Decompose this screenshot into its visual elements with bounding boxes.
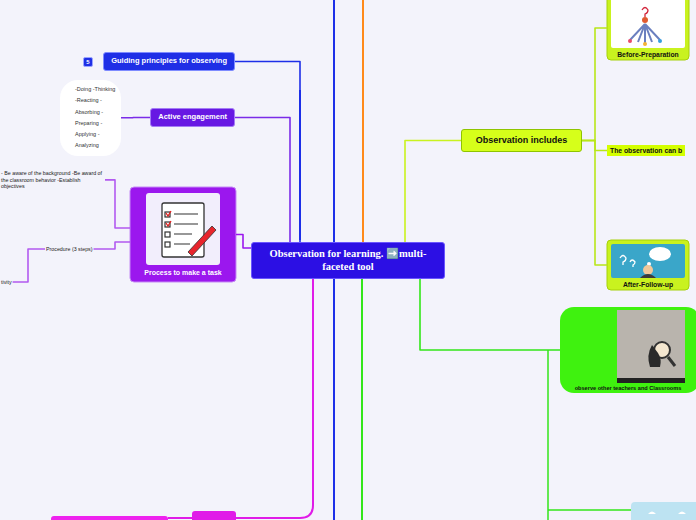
branch-line [362, 0, 364, 242]
topic-box: Guiding principles for observing [103, 52, 235, 71]
image-card [617, 310, 685, 383]
branch-connector [235, 118, 290, 243]
topic-text: Observation for learning. ➡️multi- facet… [256, 248, 440, 272]
topic-text: After-Follow-up [611, 281, 685, 289]
checklist [165, 212, 198, 247]
image-topic: After-Follow-up [607, 240, 689, 290]
branch-connector [121, 117, 150, 119]
image-card [611, 0, 685, 48]
check-mark [166, 211, 171, 226]
topic-text: observe other teachers and Classrooms [564, 385, 692, 391]
topic-text: Process to make a task [134, 269, 232, 277]
topic-text: Observation includes [466, 135, 577, 145]
topic-text: -Doing -Thinking -Reacting -Absorbing -P… [75, 84, 117, 152]
central-topic: Observation for learning. ➡️multi- facet… [251, 242, 445, 279]
partial-box [192, 511, 236, 520]
branch-connector [236, 235, 251, 249]
branch-connector [105, 180, 130, 228]
process-box-fill [130, 187, 236, 282]
partial-box [631, 502, 696, 520]
subtopic-text: - Be aware of the background -Be award o… [1, 169, 105, 191]
pencil-icon [188, 226, 216, 256]
magnifier-figure [648, 342, 675, 367]
branch-line [548, 509, 631, 511]
branch-connector [94, 242, 130, 249]
image-topic: Process to make a task [130, 187, 236, 282]
branch-connector [420, 279, 560, 350]
topic-box: Active engagement [150, 108, 235, 127]
branch-connector [582, 28, 607, 141]
topic-text: tivity [1, 279, 12, 285]
topic-text: Before-Preparation [611, 51, 685, 59]
branch-line [168, 279, 313, 518]
image-topic: observe other teachers and Classrooms [560, 307, 696, 393]
question-figure [628, 8, 662, 47]
image-box-fill [560, 307, 696, 393]
image-box-fill [607, 240, 689, 290]
topic-text: Guiding principles for observing [111, 57, 227, 66]
topic-text: Procedure (3 steps) [46, 246, 93, 252]
topic-box: The observation can b [607, 145, 685, 156]
subtopic-text: tivity [0, 278, 13, 286]
cloud-box: -Doing -Thinking -Reacting -Absorbing -P… [60, 80, 121, 156]
branch-connector [13, 249, 45, 282]
topic-text: The observation can b [610, 147, 682, 155]
topic-box: Observation includes [461, 129, 582, 152]
branch-line [547, 350, 549, 520]
thinking-figure [620, 247, 671, 278]
topic-text: - Be aware of the background -Be award o… [1, 170, 105, 190]
cloud-icon [648, 512, 686, 515]
branch-connector [235, 62, 300, 243]
branch-connector [582, 141, 607, 266]
branch-connector [405, 141, 461, 243]
image-topic: Before-Preparation [607, 0, 689, 60]
count-badge: 5 [83, 57, 93, 67]
subtopic-text: Procedure (3 steps) [45, 245, 94, 253]
branch-line [361, 279, 363, 520]
image-card [146, 193, 220, 265]
image-card [611, 244, 685, 278]
topic-text: Active engagement [158, 113, 227, 122]
video-bar [617, 378, 685, 383]
partial-box [51, 516, 168, 520]
image-box-fill [607, 0, 689, 60]
